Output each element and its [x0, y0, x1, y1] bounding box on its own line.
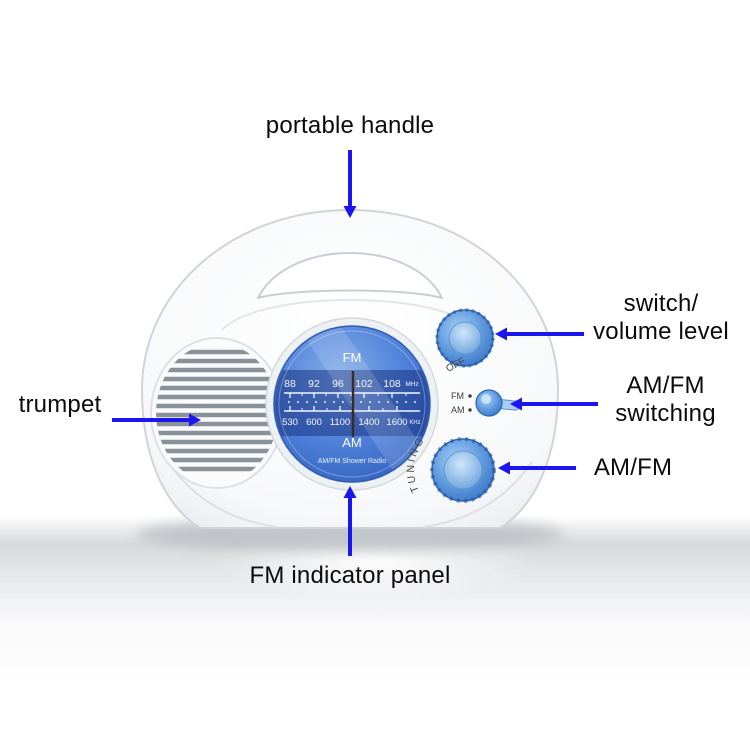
switch-fm-dot: [468, 394, 472, 398]
fm-scale-96: 96: [332, 378, 344, 390]
label-trumpet: trumpet: [18, 391, 102, 418]
switch-am-label: AM: [451, 405, 465, 415]
am-scale-600: 600: [306, 417, 322, 428]
arrow-trumpet: [112, 413, 201, 427]
fm-minor-ticks: [301, 393, 407, 396]
label-amfm-switching-line2: switching: [615, 400, 716, 428]
fm-scale-102: 102: [355, 378, 373, 390]
handle-slot: [257, 252, 443, 299]
arrow-portable-handle: [343, 150, 357, 218]
volume-knob-cap: [448, 321, 482, 355]
dial-fm-label: FM: [343, 350, 362, 365]
label-fm-indicator-panel: FM indicator panel: [249, 562, 451, 589]
volume-knob-ridges: [435, 308, 495, 368]
switch-knob-highlight: [481, 394, 491, 404]
switch-fm-label: FM: [451, 391, 464, 401]
am-scale-1400: 1400: [358, 417, 379, 428]
label-switch-volume: switch/ volume level: [575, 290, 747, 347]
am-scale-1100: 1100: [330, 417, 350, 428]
label-amfm: AM/FM: [593, 454, 673, 481]
fm-major-ticks: [289, 393, 393, 398]
am-major-ticks: [289, 406, 398, 411]
fm-scale-88: 88: [284, 378, 296, 390]
switch-am-dot: [468, 408, 472, 412]
dial-brand-text: AM/FM Shower Radio: [318, 458, 387, 465]
label-switch-volume-line2: volume level: [593, 318, 729, 346]
am-scale-numbers: 530 600 1100 1400 1600 KHz: [282, 417, 421, 428]
fm-scale-unit: MHz: [405, 381, 418, 388]
dial-inner-rim: [278, 330, 426, 478]
dial-am-label: AM: [342, 435, 362, 450]
tuning-knob-cap: [443, 450, 483, 490]
label-switch-volume-line1: switch/: [623, 290, 699, 317]
amfm-switch: FM AM: [451, 389, 521, 417]
speaker-grille: [150, 337, 284, 489]
label-amfm-switching-line1: AM/FM: [626, 372, 705, 399]
label-amfm-switching: AM/FM switching: [588, 372, 743, 429]
volume-knob: OFF: [435, 308, 495, 375]
arrow-fm-indicator-panel: [343, 486, 357, 556]
fm-scale-numbers: 88 92 96 102 108 MHz: [284, 378, 419, 390]
arrow-switch-volume: [495, 327, 584, 341]
tuning-knob-ridges: [430, 437, 496, 503]
label-portable-handle: portable handle: [265, 112, 435, 139]
am-scale-530: 530: [282, 417, 298, 428]
arrow-amfm-switching: [510, 397, 598, 411]
fm-scale-92: 92: [308, 378, 320, 390]
dial-sheen: [300, 327, 429, 478]
am-scale-unit: KHz: [409, 420, 420, 426]
arrow-amfm: [498, 461, 576, 475]
fm-scale-108: 108: [383, 378, 401, 390]
fm-indicator-panel: FM 88 92 96 102 108 MHz 530 600 1100 140…: [265, 317, 439, 491]
am-minor-ticks: [301, 408, 384, 411]
am-scale-1600: 1600: [386, 417, 407, 428]
tuning-knob: TUNING: [405, 434, 496, 503]
callout-arrows: [112, 150, 598, 556]
right-foot-seam: [423, 461, 533, 528]
